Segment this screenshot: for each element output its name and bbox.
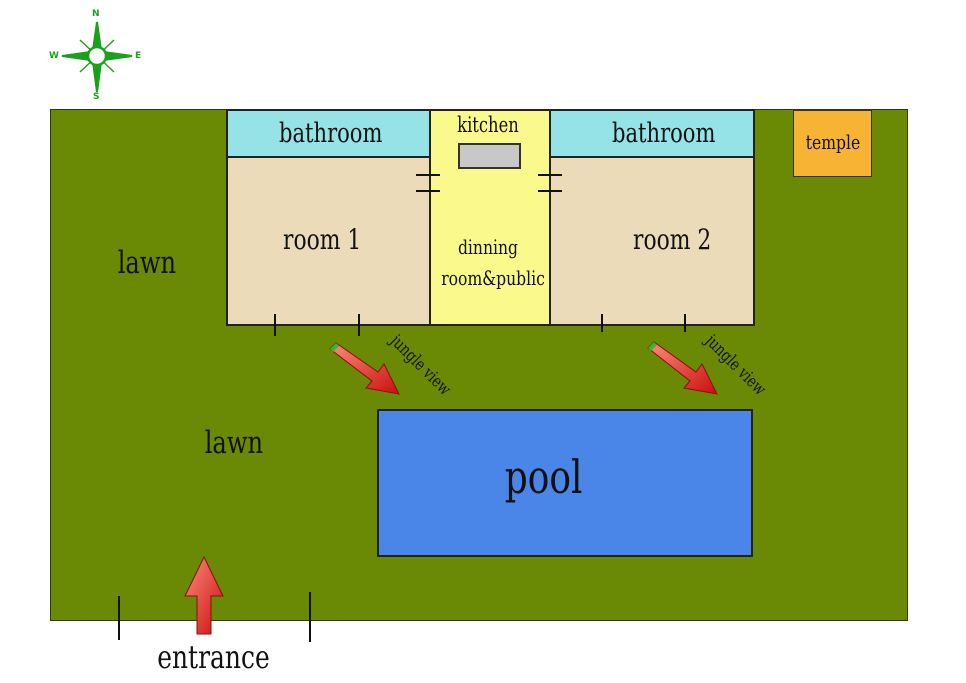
kitchen-label: kitchen — [457, 113, 519, 137]
compass-west-label: W — [49, 51, 59, 61]
lawn-label-bottom: lawn — [204, 425, 264, 461]
bathroom-right-label: bathroom — [612, 118, 716, 149]
kitchen-counter — [458, 143, 521, 169]
lawn-label-top: lawn — [117, 245, 177, 281]
dining-label-line1: dinning — [457, 235, 519, 259]
temple — [793, 110, 872, 177]
compass-south-label: S — [93, 92, 100, 102]
jungle-view-arrow-left-icon — [329, 342, 400, 395]
dining-label-line2: room&public — [441, 266, 545, 290]
temple-label: temple — [805, 130, 861, 154]
jungle-view-arrow-right-icon — [647, 341, 718, 395]
room-2 — [549, 156, 755, 326]
entrance-label: entrance — [157, 638, 270, 676]
room-2-label: room 2 — [633, 223, 712, 256]
bathroom-left-label: bathroom — [279, 118, 383, 149]
compass-east-label: E — [135, 51, 142, 61]
entrance-arrow-icon — [184, 555, 224, 635]
room-1 — [226, 156, 431, 326]
bathroom-right — [549, 109, 755, 158]
room-1-label: room 1 — [283, 223, 362, 256]
pool — [377, 409, 753, 557]
bathroom-left — [226, 109, 431, 158]
pool-label: pool — [504, 450, 583, 504]
compass-north-label: N — [92, 9, 100, 19]
